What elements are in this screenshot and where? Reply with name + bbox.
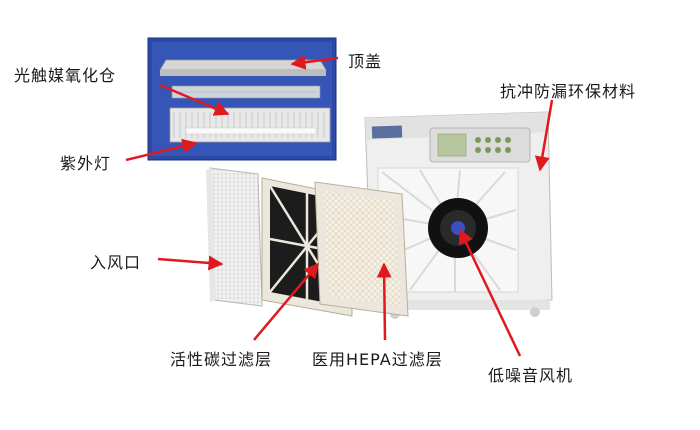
arrow-carbon-filter <box>253 262 319 341</box>
arrow-air-inlet <box>157 255 224 271</box>
label-air-inlet: 入风口 <box>90 253 142 272</box>
label-antibacterial: 抗冲防漏环保材料 <box>500 82 637 101</box>
hepa-filter <box>314 181 409 317</box>
arrow-top-cover <box>290 54 339 70</box>
arrow-fan <box>458 228 522 357</box>
label-hepa-filter: 医用HEPA过滤层 <box>312 350 443 369</box>
label-carbon-filter: 活性碳过滤层 <box>170 350 273 369</box>
inlet-panel <box>206 167 263 307</box>
label-fan: 低噪音风机 <box>488 366 574 385</box>
arrow-uv-lamp <box>125 138 198 162</box>
arrow-antibacterial <box>534 99 554 172</box>
label-uv-lamp: 紫外灯 <box>60 154 112 173</box>
arrow-photocatalyst <box>159 83 230 116</box>
inset-panel <box>147 37 337 161</box>
label-top-cover: 顶盖 <box>348 52 383 71</box>
callout-arrows <box>125 54 554 357</box>
arrow-hepa-filter <box>376 262 392 341</box>
label-photocatalyst: 光触媒氧化仓 <box>14 66 117 85</box>
